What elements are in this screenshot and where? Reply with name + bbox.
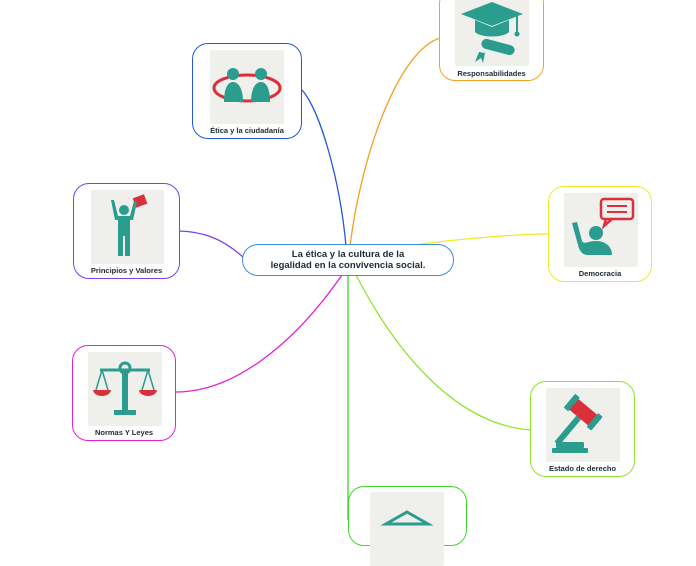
central-topic-line-1: La ética y la cultura de la xyxy=(291,249,405,260)
node-democracia[interactable]: Democracia xyxy=(548,186,652,282)
connector-responsabilidades xyxy=(349,37,441,247)
person-raising-flag-icon xyxy=(91,190,164,264)
node-label-principios: Principios y Valores xyxy=(90,266,163,275)
central-topic-line-2: legalidad en la convivencia social. xyxy=(270,260,426,271)
node-estado[interactable]: Estado de derecho xyxy=(530,381,635,477)
graduation-cap-icon xyxy=(455,0,529,66)
handshake-people-icon xyxy=(210,50,284,124)
gavel-icon xyxy=(546,388,620,462)
node-label-normas: Normas Y Leyes xyxy=(94,428,154,437)
connector-principios xyxy=(179,230,245,259)
node-label-etica: Ética y la ciudadanía xyxy=(210,126,284,135)
node-inferior[interactable] xyxy=(348,486,467,566)
connector-etica xyxy=(301,89,347,247)
node-normas[interactable]: Normas Y Leyes xyxy=(72,345,176,441)
connector-estado xyxy=(355,274,532,431)
connector-democracia xyxy=(419,233,549,245)
person-speech-bubble-icon xyxy=(564,193,638,267)
node-label-responsabilidades: Responsabilidades xyxy=(457,69,526,78)
node-etica[interactable]: Ética y la ciudadanía xyxy=(192,43,302,139)
institution-roof-icon xyxy=(370,492,444,566)
node-responsabilidades[interactable]: Responsabilidades xyxy=(439,0,544,81)
balance-scale-icon xyxy=(88,352,162,426)
node-principios[interactable]: Principios y Valores xyxy=(73,183,180,279)
node-label-estado: Estado de derecho xyxy=(548,464,617,473)
connector-lines xyxy=(175,37,549,520)
central-topic[interactable]: La ética y la cultura de la legalidad en… xyxy=(242,244,454,276)
connector-normas xyxy=(175,274,343,393)
node-label-democracia: Democracia xyxy=(578,269,622,278)
